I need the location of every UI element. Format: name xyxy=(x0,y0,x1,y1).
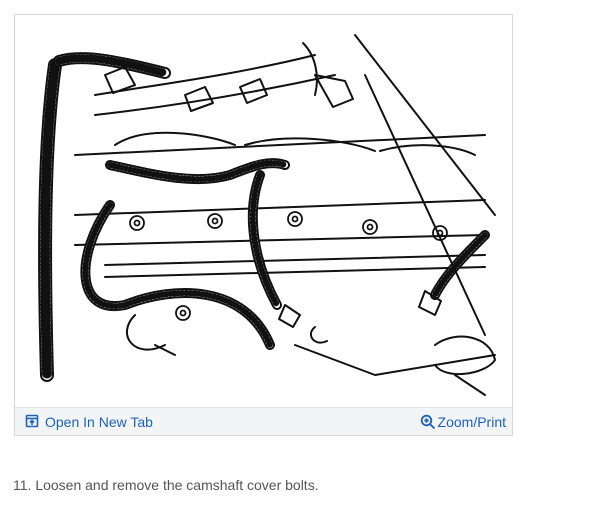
magnifier-plus-icon xyxy=(420,414,436,430)
open-in-new-tab-icon xyxy=(25,414,41,430)
image-action-bar: Open In New Tab Zoom/Print xyxy=(15,407,512,435)
engine-diagram-image[interactable] xyxy=(15,15,512,407)
figure-card: Open In New Tab Zoom/Print xyxy=(14,14,513,436)
open-in-new-tab-label: Open In New Tab xyxy=(45,414,153,430)
open-in-new-tab-link[interactable]: Open In New Tab xyxy=(25,412,153,432)
step-caption: 11. Loosen and remove the camshaft cover… xyxy=(13,477,319,493)
zoom-print-link[interactable]: Zoom/Print xyxy=(420,412,506,432)
zoom-print-label: Zoom/Print xyxy=(437,414,506,430)
